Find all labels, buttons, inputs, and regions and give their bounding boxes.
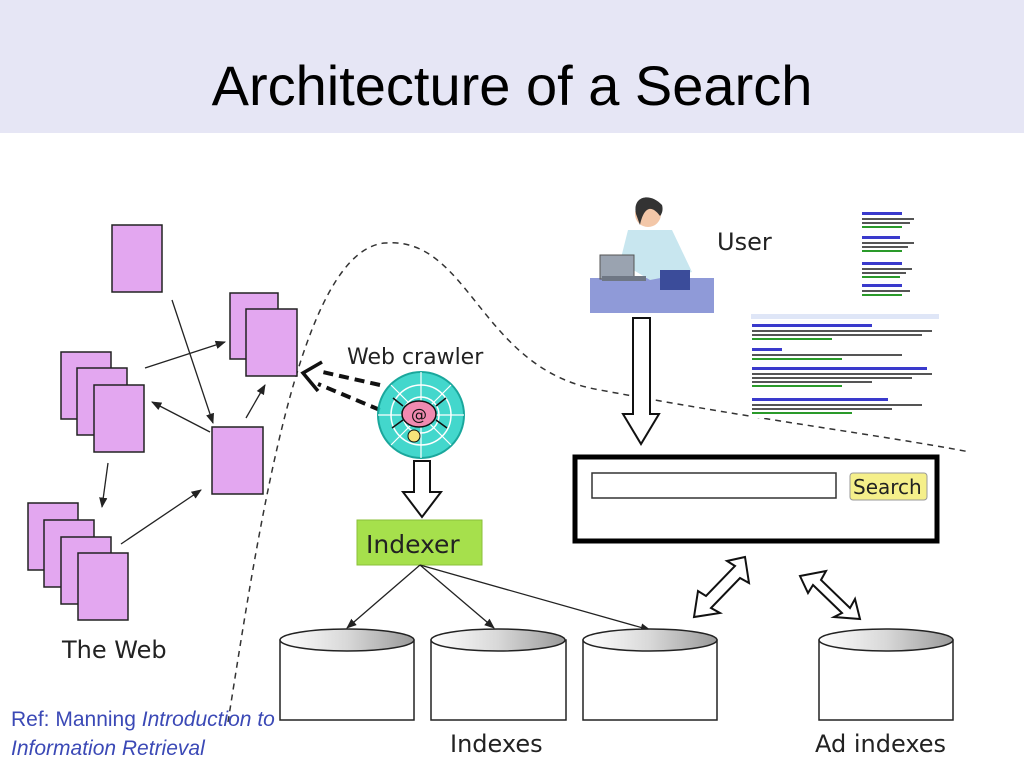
web-page: [77, 552, 129, 621]
user-at-computer-icon: [590, 197, 714, 313]
web-page: [93, 384, 145, 453]
index-cylinder: [279, 628, 415, 721]
crawler-to-indexer-arrow: [400, 460, 444, 519]
web-page: [111, 224, 163, 293]
web-boundary-curve: [227, 242, 971, 723]
indexer-box: [356, 519, 483, 566]
ad-index-cylinder: [818, 628, 954, 721]
svg-text:@: @: [411, 405, 427, 424]
user-to-search-arrow: [621, 317, 661, 446]
index-cylinder: [582, 628, 718, 721]
title-band: [0, 0, 1024, 133]
web-page: [245, 308, 298, 377]
web-links: [99, 299, 266, 545]
the-web-label: The Web: [61, 636, 167, 664]
search-button-shape: [849, 472, 928, 501]
web-link-arrow: [245, 384, 266, 419]
spider-web-icon: @: [377, 371, 465, 459]
slide-title: Architecture of a Search: [211, 54, 813, 117]
index-arrow: [346, 564, 421, 629]
search-button-label: Search: [853, 475, 922, 499]
index-cylinder: [430, 628, 567, 721]
crawler-fetch-arrows: [300, 360, 381, 412]
indexer-links: [346, 564, 652, 632]
index-arrow: [419, 564, 652, 632]
search-results-thumbnail: [749, 312, 941, 418]
index-arrow: [419, 564, 495, 629]
web-link-arrow: [144, 340, 226, 369]
indexer-label: Indexer: [366, 530, 460, 559]
reference-citation: Ref: Manning Introduction to Information…: [11, 705, 275, 763]
ad-indexes-label: Ad indexes: [815, 730, 946, 758]
web-page: [211, 426, 264, 495]
web-link-arrow: [99, 462, 109, 509]
web-link-arrow: [151, 401, 211, 433]
search-adindex-double-arrow: [798, 569, 862, 621]
sponsored-links-thumbnail: [858, 206, 920, 306]
web-link-arrow: [120, 489, 202, 545]
indexes-label: Indexes: [450, 730, 543, 758]
web-link-arrow: [171, 299, 214, 424]
web-crawler-label: Web crawler: [347, 345, 484, 370]
web-pages: [27, 224, 298, 621]
user-label: User: [717, 228, 772, 256]
reference-book-title-line1: Introduction to: [141, 708, 275, 731]
search-input-field: [591, 472, 837, 499]
index-cylinders: [279, 628, 954, 721]
reference-prefix: Ref: Manning: [11, 708, 142, 731]
reference-book-title-line2: Information Retrieval: [11, 737, 205, 760]
search-index-double-arrow: [692, 555, 751, 619]
